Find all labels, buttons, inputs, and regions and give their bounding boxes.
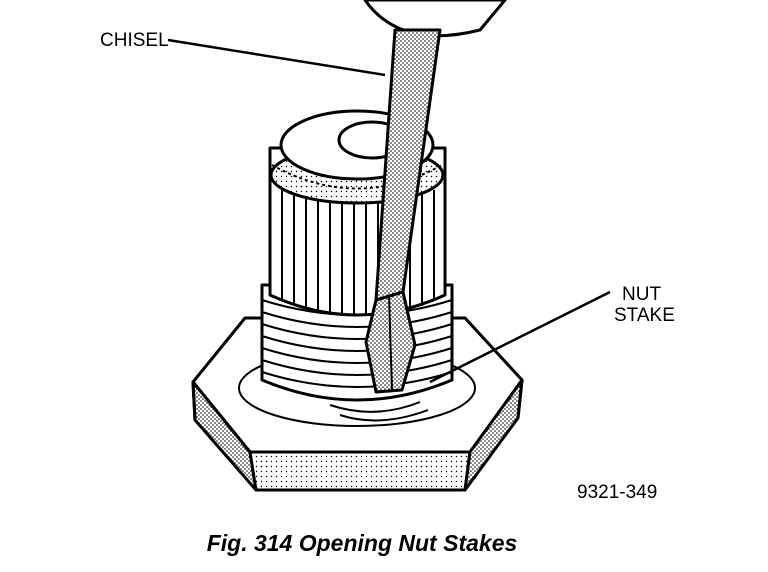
chisel-leader <box>167 38 386 77</box>
stake-label: STAKE <box>614 305 675 326</box>
chisel <box>363 0 507 394</box>
figure-caption: Fig. 314 Opening Nut Stakes <box>206 530 518 556</box>
nut-stake-leader <box>429 290 611 384</box>
leader-lines <box>167 38 611 384</box>
chisel-label: CHISEL <box>100 30 169 51</box>
nut-stake <box>329 401 429 422</box>
figure-number: 9321-349 <box>577 482 657 503</box>
nut-label: NUT <box>622 284 661 305</box>
